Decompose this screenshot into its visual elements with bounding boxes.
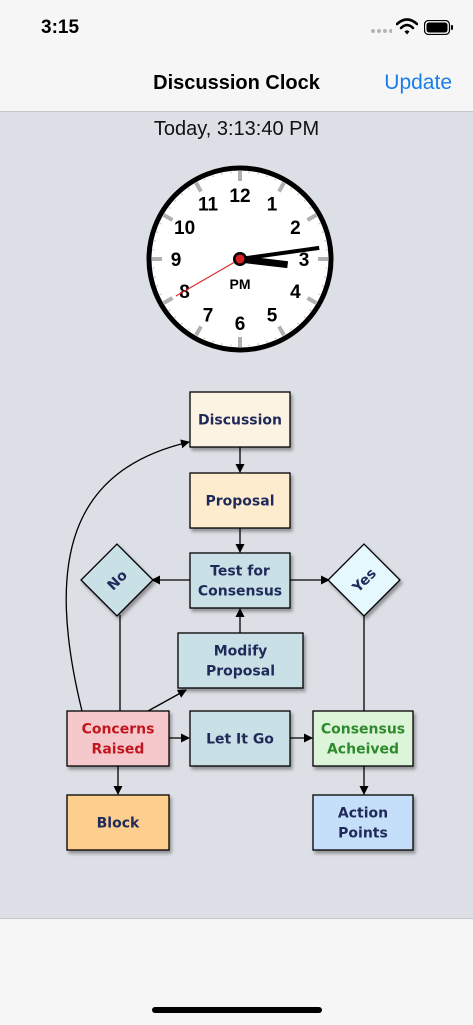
clock-tick	[298, 194, 299, 195]
clock-tick	[204, 338, 205, 340]
clock-tick	[275, 179, 276, 181]
clock-tick	[267, 341, 268, 343]
clock-tick	[181, 323, 182, 324]
flow-label-proposal: Proposal	[205, 494, 274, 510]
clock-number: 2	[290, 218, 301, 239]
flow-label-action-points: Points	[338, 826, 388, 842]
clock-number: 12	[229, 186, 250, 207]
clock-tick	[310, 310, 312, 311]
clock-tick	[160, 294, 162, 295]
clock-tick	[322, 232, 324, 233]
flow-box-test-consensus	[190, 553, 290, 608]
flow-label-concerns-raised: Raised	[92, 742, 145, 758]
flow-node-no: No	[81, 544, 153, 616]
flow-label-consensus-achieved: Acheived	[327, 742, 399, 758]
flow-node-block: Block	[67, 795, 169, 850]
clock-tick	[291, 188, 292, 190]
clock-number: 5	[267, 305, 278, 326]
clock-tick	[291, 329, 292, 331]
clock-number: 3	[299, 250, 310, 271]
flow-label-test-consensus: Consensus	[198, 584, 282, 600]
clock-number: 4	[290, 282, 301, 303]
flow-node-let-it-go: Let It Go	[190, 711, 290, 766]
flow-label-block: Block	[97, 816, 140, 832]
flow-box-consensus-achieved	[313, 711, 413, 766]
flow-node-yes: Yes	[328, 544, 400, 616]
clock-tick	[267, 175, 268, 177]
flow-label-modify-proposal: Proposal	[206, 664, 275, 680]
clock-tick	[181, 194, 182, 195]
flow-label-consensus-achieved: Consensus	[321, 722, 405, 738]
flow-label-discussion: Discussion	[198, 413, 282, 429]
clock-tick	[310, 207, 312, 208]
clock-tick	[156, 232, 158, 233]
clock-tick	[156, 286, 158, 287]
home-indicator[interactable]	[152, 1007, 322, 1013]
clock-period-label: PM	[230, 276, 251, 292]
clock-tick	[322, 286, 324, 287]
clock-tick	[188, 188, 189, 190]
clock-tick	[169, 207, 171, 208]
clock-tick	[275, 338, 276, 340]
clock-tick	[213, 341, 214, 343]
flow-node-discussion: Discussion	[190, 392, 290, 447]
flow-label-let-it-go: Let It Go	[206, 732, 274, 748]
clock-tick	[160, 223, 162, 224]
clock-number: 1	[267, 195, 278, 216]
flow-node-proposal: Proposal	[190, 473, 290, 528]
clock-hub-center	[236, 255, 245, 264]
clock-tick	[304, 200, 305, 201]
clock-number: 6	[235, 314, 246, 335]
clock-tick	[319, 294, 321, 295]
clock-tick	[188, 329, 189, 331]
bottom-toolbar	[0, 918, 473, 1025]
flow-label-action-points: Action	[338, 806, 388, 822]
clock-number: 10	[174, 218, 195, 239]
clock-tick	[169, 310, 171, 311]
flow-box-concerns-raised	[67, 711, 169, 766]
clock-tick	[175, 317, 176, 318]
clock-number: 11	[198, 195, 219, 216]
flow-label-modify-proposal: Modify	[214, 644, 268, 660]
clock-tick	[298, 323, 299, 324]
clock-tick	[213, 175, 214, 177]
clock-number: 9	[171, 250, 182, 271]
clock-number: 7	[203, 305, 214, 326]
flow-label-test-consensus: Test for	[210, 564, 270, 580]
clock-tick	[319, 223, 321, 224]
edge-concerns-raised-to-modify-proposal	[148, 690, 186, 711]
flow-box-modify-proposal	[178, 633, 303, 688]
flow-label-concerns-raised: Concerns	[82, 722, 155, 738]
clock-tick	[304, 317, 305, 318]
flow-box-action-points	[313, 795, 413, 850]
clock-tick	[175, 200, 176, 201]
clock-tick	[204, 179, 205, 181]
